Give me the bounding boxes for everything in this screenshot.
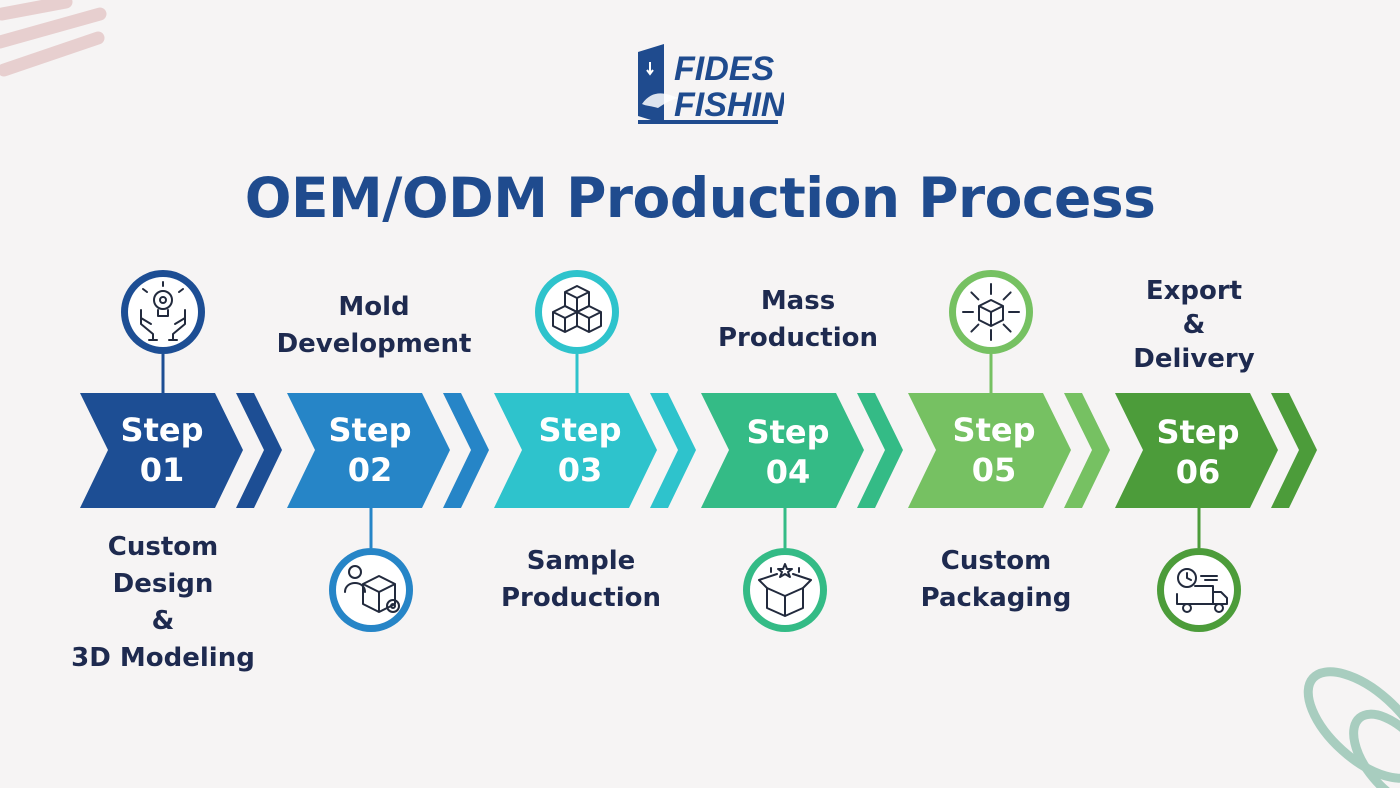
step-1-main-chevron bbox=[80, 393, 243, 508]
box-arrows-out-icon bbox=[949, 270, 1033, 354]
step-06-label: Export & Delivery bbox=[1133, 276, 1255, 374]
step-6-small-chevron bbox=[1271, 393, 1317, 508]
step-number: 06 bbox=[1175, 453, 1221, 491]
step-03-label: Sample Production bbox=[501, 546, 661, 613]
step-number: 04 bbox=[765, 453, 811, 491]
step-01-label: Custom Design & 3D Modeling bbox=[71, 532, 255, 673]
step-word: Step bbox=[120, 411, 204, 449]
step-5-small-chevron bbox=[1064, 393, 1110, 508]
fides-fishing-logo: FIDES FISHING bbox=[638, 44, 784, 124]
step-3-main-chevron bbox=[494, 393, 657, 508]
step-3-small-chevron bbox=[650, 393, 696, 508]
step-word: Step bbox=[952, 411, 1036, 449]
step-word: Step bbox=[746, 413, 830, 451]
connectors bbox=[121, 270, 1241, 632]
page-title: OEM/ODM Production Process bbox=[244, 166, 1156, 230]
step-word: Step bbox=[1156, 413, 1240, 451]
step-4-main-chevron bbox=[701, 393, 864, 508]
step-05-label: Custom Packaging bbox=[920, 546, 1072, 613]
hands-lightbulb-gear-icon bbox=[121, 270, 205, 354]
step-1-small-chevron bbox=[236, 393, 282, 508]
step-number: 02 bbox=[347, 451, 393, 489]
teal-loop-decor bbox=[1303, 667, 1400, 788]
svg-text:FIDES: FIDES bbox=[674, 50, 774, 88]
step-03-badge: Step 03 bbox=[518, 410, 642, 490]
stacked-cubes-icon bbox=[535, 270, 619, 354]
process-arrows bbox=[80, 393, 1317, 508]
open-box-stars-icon bbox=[743, 548, 827, 632]
step-2-small-chevron bbox=[443, 393, 489, 508]
person-box-gear-icon bbox=[329, 548, 413, 632]
step-04-badge: Step 04 bbox=[726, 412, 850, 492]
step-2-main-chevron bbox=[287, 393, 450, 508]
pink-scribble-decor bbox=[0, 0, 107, 77]
step-04-label: Mass Production bbox=[718, 286, 878, 353]
step-02-badge: Step 02 bbox=[308, 410, 432, 490]
step-number: 01 bbox=[139, 451, 185, 489]
svg-text:FISHING: FISHING bbox=[674, 86, 784, 124]
step-02-label: Mold Development bbox=[276, 292, 472, 359]
step-5-main-chevron bbox=[908, 393, 1071, 508]
delivery-truck-clock-icon bbox=[1157, 548, 1241, 632]
step-number: 05 bbox=[971, 451, 1017, 489]
step-word: Step bbox=[538, 411, 622, 449]
step-6-main-chevron bbox=[1115, 393, 1278, 508]
step-01-badge: Step 01 bbox=[100, 410, 224, 490]
step-4-small-chevron bbox=[857, 393, 903, 508]
step-word: Step bbox=[328, 411, 412, 449]
step-05-badge: Step 05 bbox=[932, 410, 1056, 490]
step-number: 03 bbox=[557, 451, 603, 489]
step-06-badge: Step 06 bbox=[1136, 412, 1260, 492]
